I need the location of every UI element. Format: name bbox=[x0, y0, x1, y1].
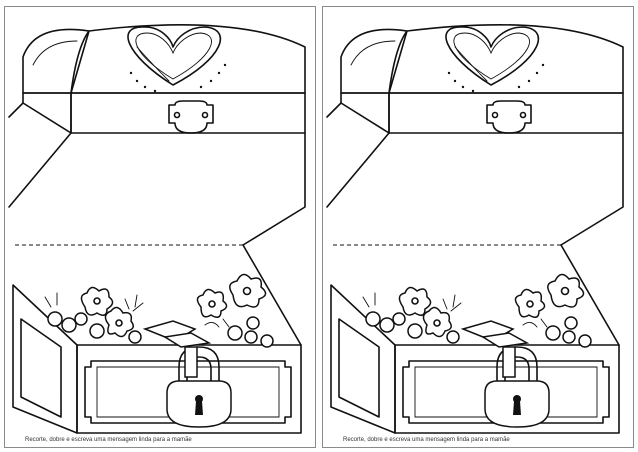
pearl-icon bbox=[365, 311, 381, 327]
heart-icon bbox=[445, 26, 545, 93]
flower-icon bbox=[398, 273, 585, 338]
panel-caption: Recorte, dobre e escreva uma mensagem li… bbox=[25, 437, 192, 443]
chest-base bbox=[12, 244, 302, 434]
keyhole-icon bbox=[195, 395, 203, 415]
hinge-latch-icon bbox=[168, 100, 214, 134]
treasure-chest-drawing bbox=[326, 23, 624, 434]
treasure-chest-panel-left: Recorte, dobre e escreva uma mensagem li… bbox=[4, 6, 316, 448]
padlock-icon bbox=[484, 346, 550, 428]
treasure-pile bbox=[362, 292, 592, 348]
panel-caption: Recorte, dobre e escreva uma mensagem li… bbox=[343, 437, 510, 443]
treasure-chest-drawing bbox=[8, 23, 306, 434]
flower-icon bbox=[80, 273, 267, 338]
padlock-icon bbox=[166, 346, 232, 428]
heart-icon bbox=[127, 26, 227, 93]
chest-base bbox=[330, 244, 620, 434]
keyhole-icon bbox=[513, 395, 521, 415]
pearl-icon bbox=[47, 311, 63, 327]
hinge-latch-icon bbox=[486, 100, 532, 134]
treasure-chest-panel-right: Recorte, dobre e escreva uma mensagem li… bbox=[322, 6, 634, 448]
treasure-pile bbox=[44, 292, 274, 348]
